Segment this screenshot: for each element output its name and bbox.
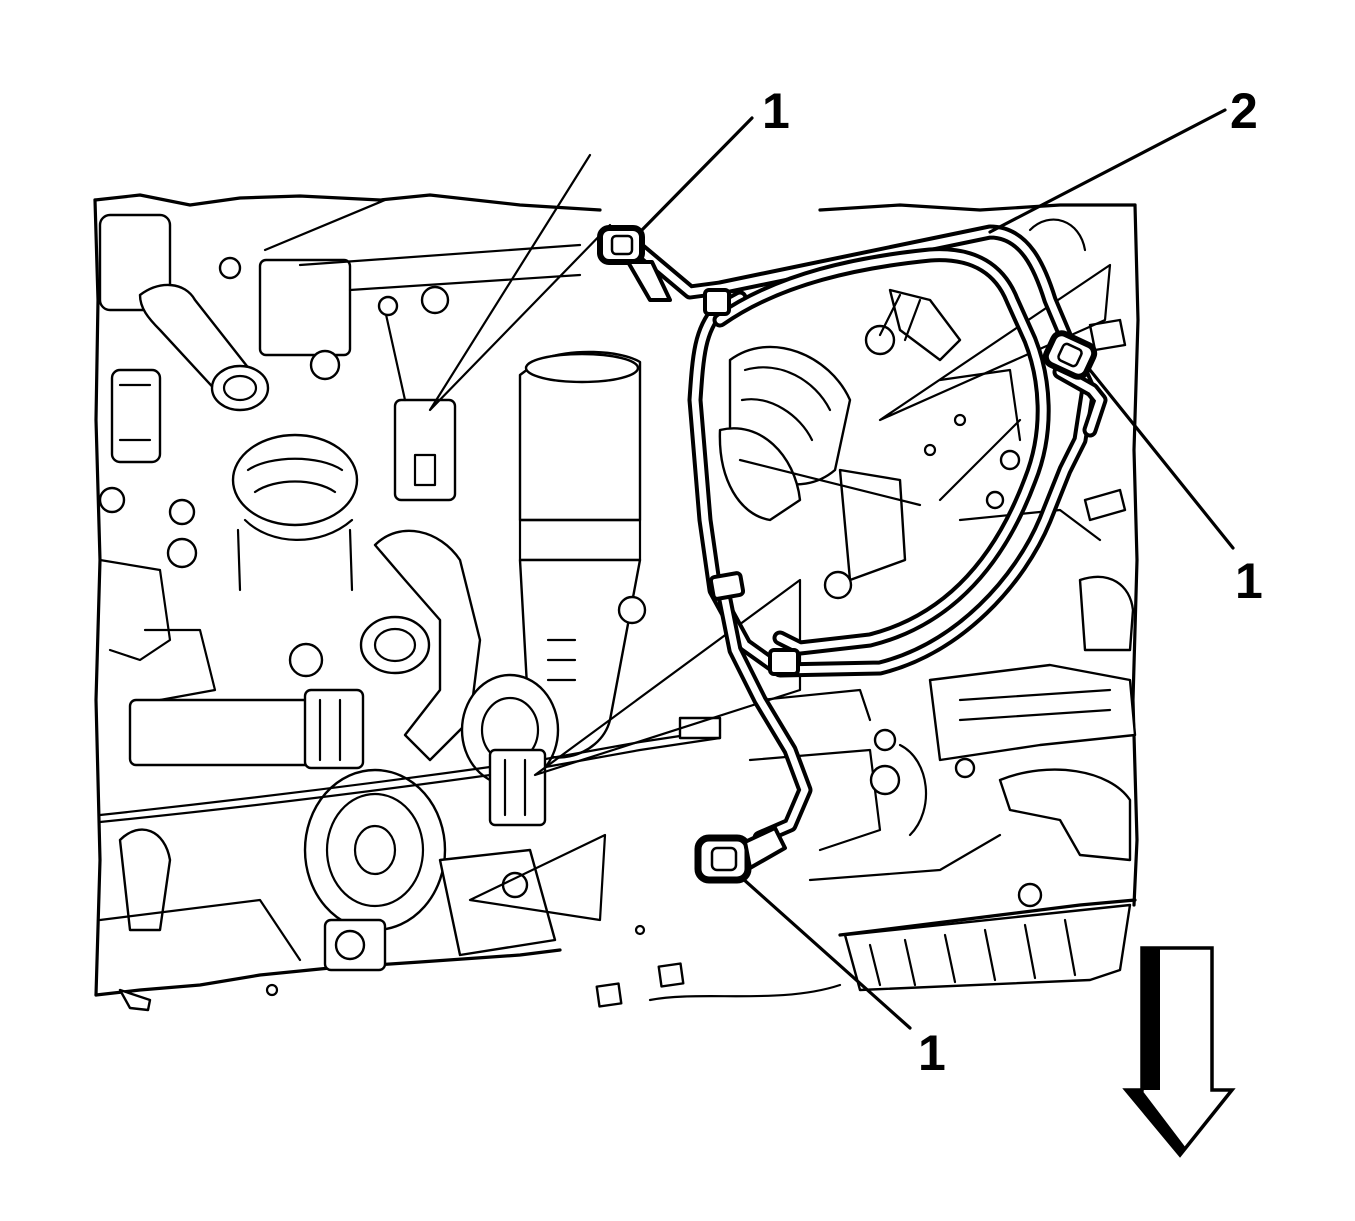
callout-labels: 1 2 1 1 bbox=[762, 83, 1263, 1081]
callout-1-bottom: 1 bbox=[918, 1025, 946, 1081]
fitting-top bbox=[597, 225, 672, 302]
fitting-bottom bbox=[694, 826, 787, 884]
engine-line-art bbox=[93, 153, 1140, 1012]
coolant-pipe-assembly bbox=[597, 224, 1108, 884]
callout-2: 2 bbox=[1230, 83, 1258, 139]
fitting-right bbox=[1042, 330, 1098, 380]
callout-1-right: 1 bbox=[1235, 553, 1263, 609]
callout-1-top: 1 bbox=[762, 83, 790, 139]
callout-leaders bbox=[638, 108, 1235, 1030]
down-arrow-icon bbox=[1122, 946, 1236, 1158]
